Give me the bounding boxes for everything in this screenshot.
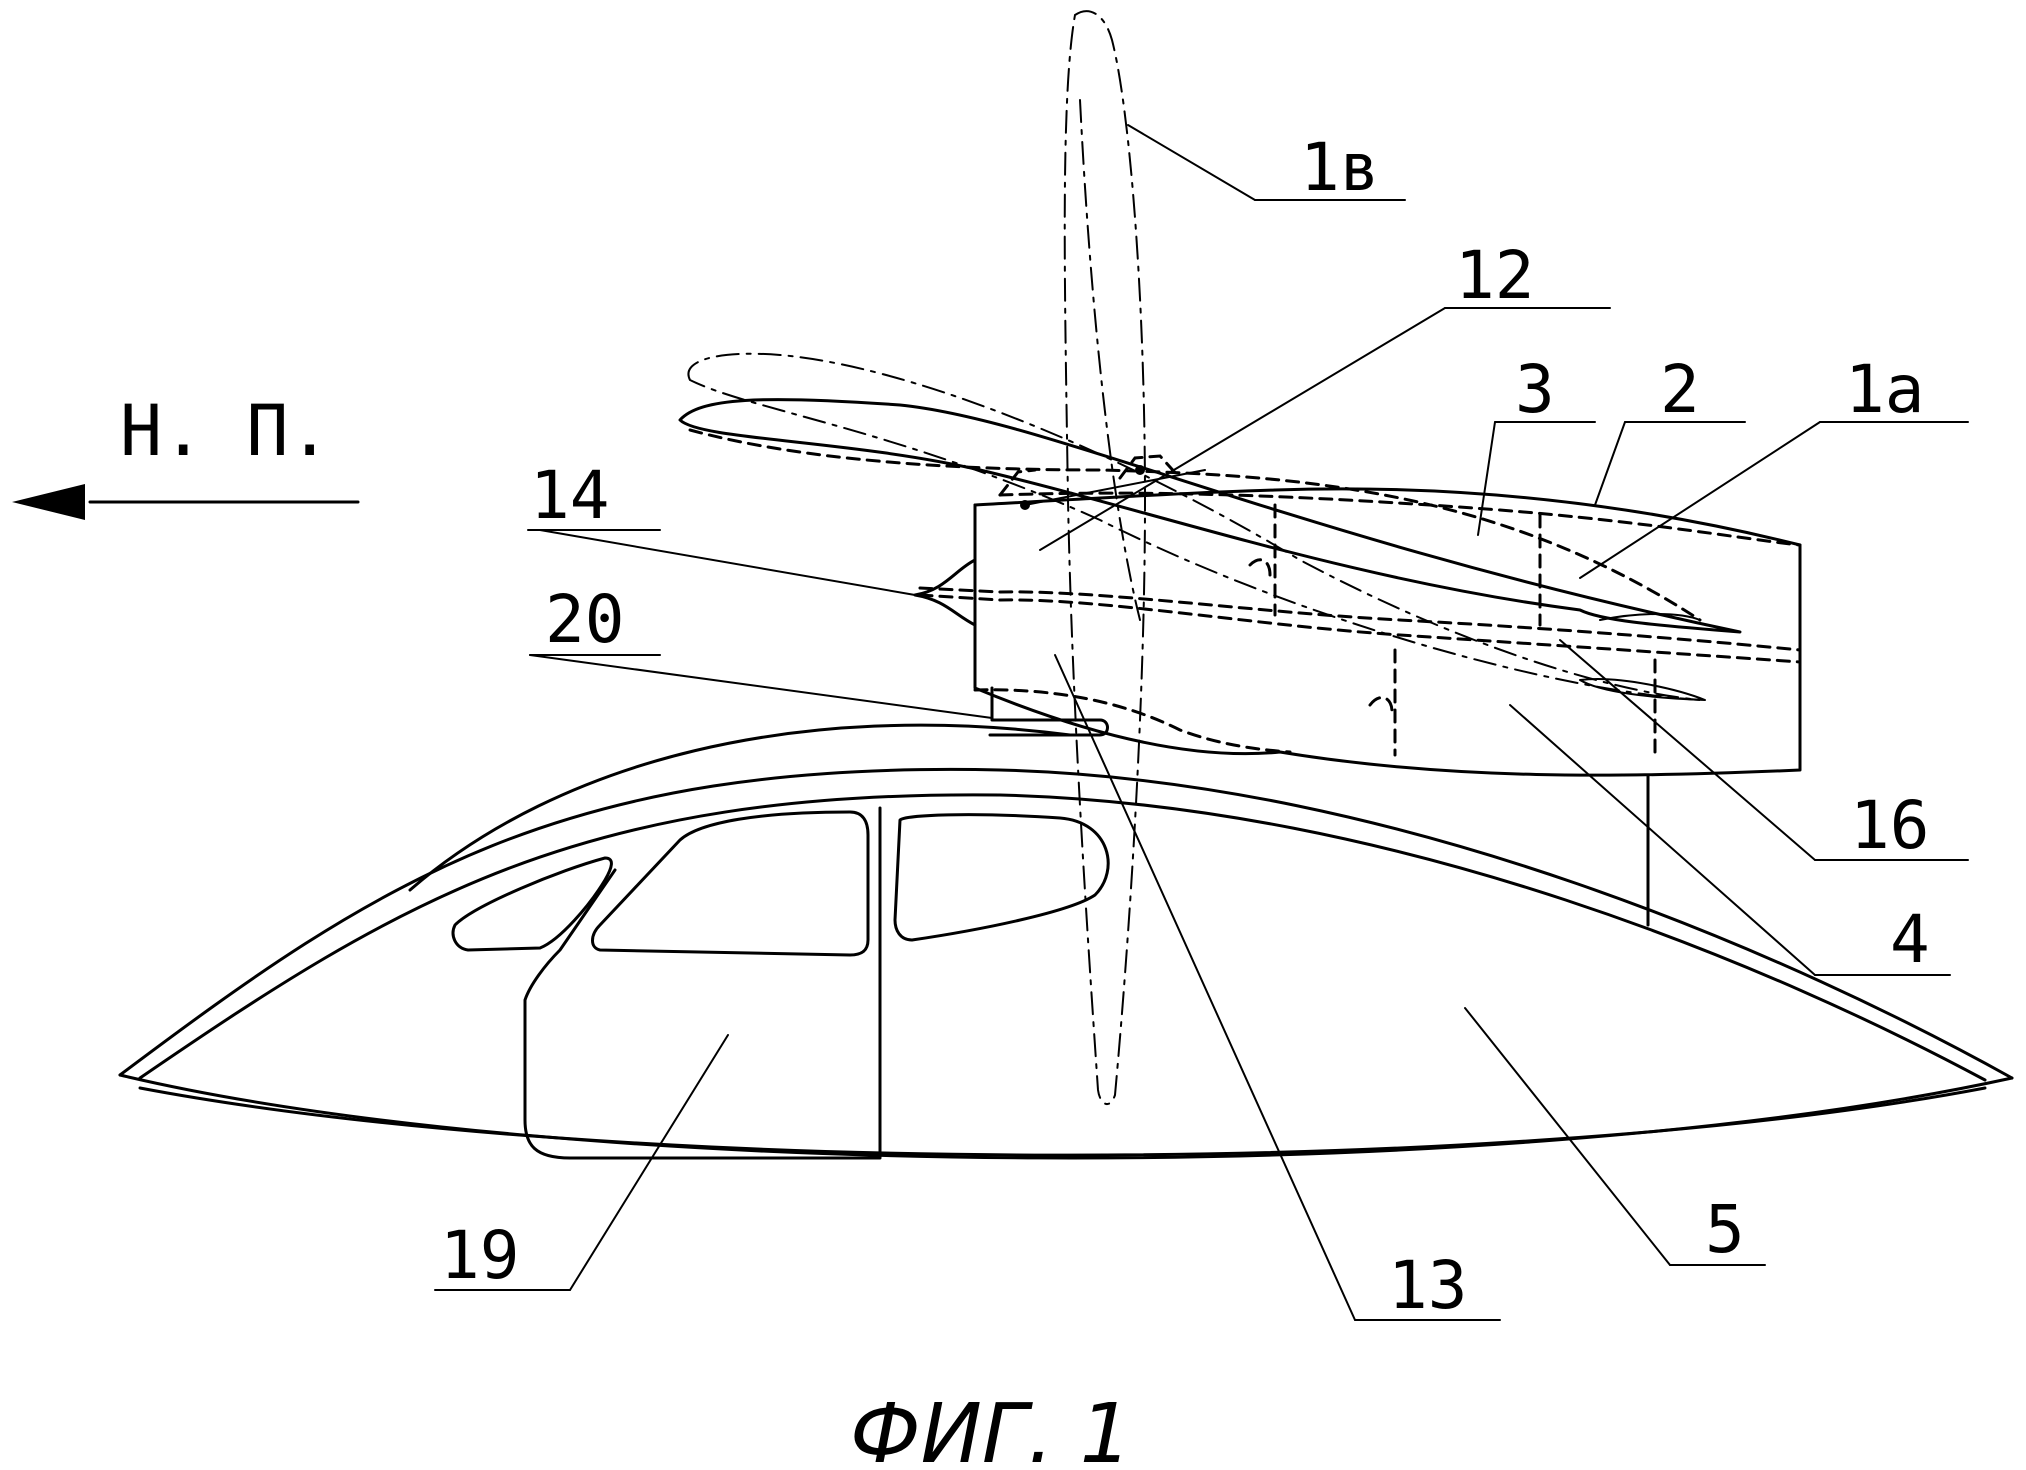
pylon-20: [988, 686, 1650, 927]
label-16: 16: [1850, 787, 1929, 864]
blade-rotated-horizontal: [687, 352, 1701, 701]
blade-1a: [678, 398, 1742, 634]
label-1a: 1а: [1845, 351, 1924, 428]
flow-direction-arrow: [12, 484, 360, 520]
label-4: 4: [1890, 901, 1930, 978]
door-19: [523, 806, 882, 1160]
figure-caption: ФИГ. 1: [850, 1387, 1132, 1470]
flow-direction-label: Н. П.: [120, 390, 331, 472]
label-14: 14: [530, 457, 609, 534]
label-2: 2: [1660, 351, 1700, 428]
label-5: 5: [1705, 1191, 1745, 1268]
rotor-hub-12: [998, 454, 1206, 510]
label-1v: 1в: [1300, 129, 1379, 206]
nose-spike-14: [913, 558, 977, 627]
inner-airfoils: [1248, 558, 1706, 714]
label-19: 19: [440, 1217, 519, 1294]
label-12: 12: [1455, 237, 1534, 314]
blade-1v-vertical: [1063, 10, 1147, 1105]
label-3: 3: [1515, 351, 1555, 428]
label-20: 20: [545, 581, 624, 658]
label-13: 13: [1388, 1247, 1467, 1324]
fuselage-body: [118, 723, 2014, 1160]
windows: [451, 810, 1110, 957]
leader-lines: [434, 124, 1969, 1321]
